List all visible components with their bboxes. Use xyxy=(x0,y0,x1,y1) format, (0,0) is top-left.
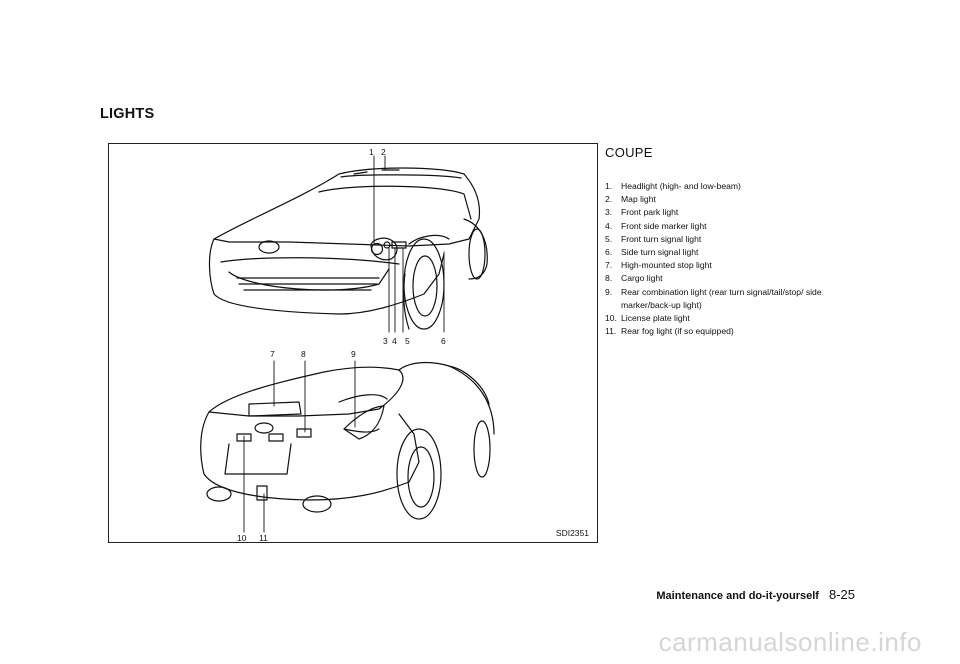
callout-9: 9 xyxy=(351,349,356,359)
variant-title: COUPE xyxy=(605,145,653,160)
page-footer: Maintenance and do-it-yourself 8-25 xyxy=(656,587,855,602)
lights-figure: 1 2 3 4 5 6 7 8 9 10 11 SDI2351 xyxy=(108,143,598,543)
list-item: 4.Front side marker light xyxy=(605,220,707,231)
list-item: 7.High-mounted stop light xyxy=(605,260,712,271)
callout-3: 3 xyxy=(383,336,388,346)
page-number: 8-25 xyxy=(828,587,855,602)
list-item: 3.Front park light xyxy=(605,207,679,218)
list-item: 2.Map light xyxy=(605,194,656,205)
lights-list: 1.Headlight (high- and low-beam) 2.Map l… xyxy=(605,180,865,338)
callout-6: 6 xyxy=(441,336,446,346)
front-car-drawing xyxy=(208,167,488,330)
list-item: 6.Side turn signal light xyxy=(605,247,699,258)
callout-2: 2 xyxy=(381,147,386,157)
list-item: 8.Cargo light xyxy=(605,273,663,284)
list-item: 5.Front turn signal light xyxy=(605,233,702,244)
callout-5: 5 xyxy=(405,336,410,346)
rear-car-drawing xyxy=(200,361,495,520)
chapter-title: Maintenance and do-it-yourself xyxy=(656,590,819,602)
section-title: LIGHTS xyxy=(100,106,155,122)
watermark: carmanualsonline.info xyxy=(658,627,922,657)
car-illustration xyxy=(200,155,495,533)
list-item: 9.Rear combination light (rear turn sign… xyxy=(605,286,822,310)
callout-4: 4 xyxy=(392,336,397,346)
list-item: 10.License plate light xyxy=(605,313,690,324)
list-item: 11.Rear fog light (if so equipped) xyxy=(605,326,734,337)
callout-7: 7 xyxy=(270,349,275,359)
callout-11: 11 xyxy=(259,533,268,543)
figure-code: SDI2351 xyxy=(555,528,589,538)
callout-1: 1 xyxy=(369,147,374,157)
callout-8: 8 xyxy=(301,349,306,359)
callout-10: 10 xyxy=(237,533,247,543)
list-item: 1.Headlight (high- and low-beam) xyxy=(605,181,741,191)
